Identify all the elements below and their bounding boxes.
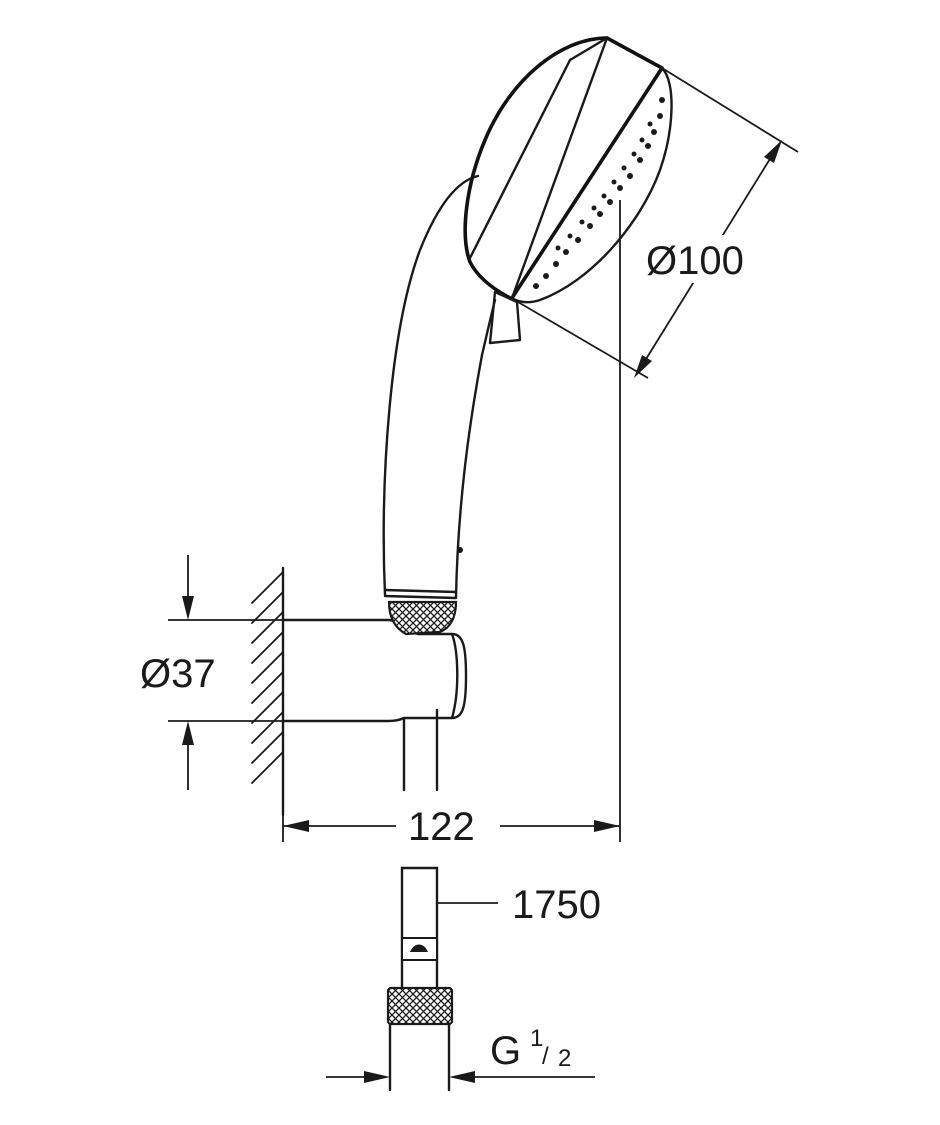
thread-slash: / (542, 1043, 549, 1070)
shower-head (463, 36, 673, 345)
wall (251, 566, 285, 817)
hose-length-label: 1750 (512, 883, 601, 927)
wall-holder (281, 600, 468, 723)
knurled-nut (387, 600, 458, 636)
shower-handle (382, 174, 497, 600)
head-diameter-dimension (517, 67, 799, 379)
thread-dimension (326, 1071, 595, 1083)
thread-prefix-label: G (490, 1029, 521, 1073)
holder-diameter-dimension (168, 555, 283, 790)
spray-selector-tab (488, 290, 522, 345)
wall-hatching (251, 571, 284, 784)
hose-stub (402, 708, 439, 792)
head-diameter-label: Ø100 (646, 239, 744, 283)
thread-denominator-label: 2 (558, 1045, 571, 1072)
thread-numerator-label: 1 (530, 1025, 543, 1052)
spray-nozzles (533, 97, 665, 289)
projection-dimension (282, 790, 620, 842)
projection-label: 122 (408, 805, 475, 849)
holder-diameter-label: Ø37 (140, 652, 216, 696)
hose-end-detail (386, 866, 498, 1092)
hose-knurled-nut (386, 986, 454, 1026)
